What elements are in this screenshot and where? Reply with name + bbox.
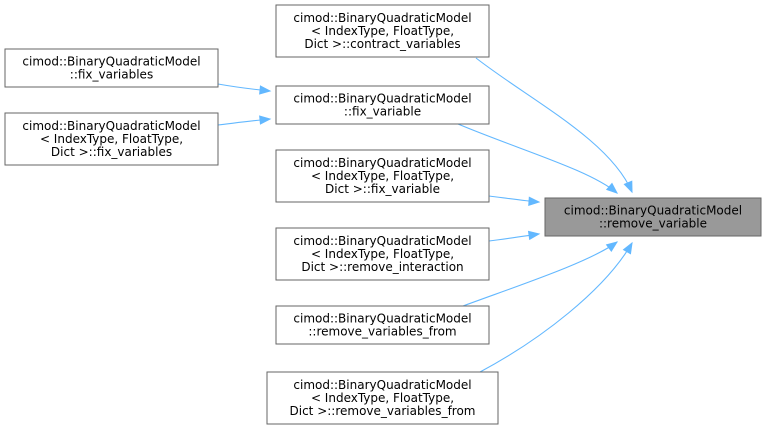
node-box — [275, 4, 490, 58]
node-label-line: Dict >::fix_variable — [325, 182, 440, 196]
edges-layer — [217, 57, 633, 373]
node-label-line: < IndexType, FloatType, — [311, 169, 454, 183]
node-label-line: Dict >::remove_variables_from — [290, 404, 476, 418]
arrow-head-icon — [623, 180, 633, 194]
arrow-head-icon — [527, 230, 541, 241]
node-label-line: Dict >::contract_variables — [304, 37, 460, 51]
node-box — [275, 149, 490, 203]
edge-fix_variables-to-fix_variable — [217, 83, 272, 95]
graph-node-target: cimod::BinaryQuadraticModel::remove_vari… — [544, 197, 762, 237]
edge-fix_variable-to-target — [457, 123, 619, 194]
edge-line — [462, 241, 618, 307]
edge-remove_variables_from-to-target — [462, 241, 619, 307]
edge-remove_interaction-to-target — [488, 230, 541, 242]
arrow-head-icon — [605, 182, 619, 194]
nodes-layer: cimod::BinaryQuadraticModel::remove_vari… — [4, 4, 762, 425]
edge-contract_variables-to-target — [475, 57, 633, 194]
edge-fix_variables_dict-to-fix_variable — [217, 115, 272, 126]
node-label-line: cimod::BinaryQuadraticModel — [293, 312, 471, 326]
graph-node-contract-variables[interactable]: cimod::BinaryQuadraticModel< IndexType, … — [275, 4, 490, 58]
node-label-line: Dict >::fix_variables — [51, 145, 172, 159]
node-box — [4, 112, 219, 166]
graph-node-remove-variables-from-dict[interactable]: cimod::BinaryQuadraticModel< IndexType, … — [266, 371, 499, 425]
node-box — [544, 197, 762, 237]
node-box — [275, 305, 490, 345]
node-label-line: Dict >::remove_interaction — [301, 260, 463, 274]
edge-line — [457, 123, 618, 194]
node-label-line: cimod::BinaryQuadraticModel — [293, 234, 471, 248]
edge-fix_variable_dict-to-target — [488, 195, 541, 206]
node-label-line: < IndexType, FloatType, — [40, 132, 183, 146]
edge-remove_variables_from_dict-to-target — [479, 241, 633, 373]
arrow-head-icon — [605, 241, 619, 253]
edge-line — [479, 242, 633, 373]
node-label-line: ::remove_variable — [599, 217, 707, 231]
node-label-line: ::remove_variables_from — [308, 325, 456, 339]
edge-line — [475, 57, 633, 193]
node-label-line: cimod::BinaryQuadraticModel — [293, 11, 471, 25]
arrow-head-icon — [259, 115, 272, 125]
node-label-line: < IndexType, FloatType, — [311, 24, 454, 38]
node-label-line: < IndexType, FloatType, — [311, 391, 454, 405]
node-box — [4, 48, 219, 88]
node-box — [275, 85, 490, 125]
node-label-line: cimod::BinaryQuadraticModel — [564, 204, 742, 218]
node-label-line: ::fix_variables — [70, 68, 153, 82]
node-label-line: cimod::BinaryQuadraticModel — [293, 378, 471, 392]
graph-node-remove-interaction[interactable]: cimod::BinaryQuadraticModel< IndexType, … — [275, 227, 490, 281]
arrow-head-icon — [622, 241, 633, 255]
node-label-line: cimod::BinaryQuadraticModel — [22, 55, 200, 69]
node-label-line: < IndexType, FloatType, — [311, 247, 454, 261]
node-label-line: cimod::BinaryQuadraticModel — [22, 119, 200, 133]
node-box — [275, 227, 490, 281]
node-label-line: ::fix_variable — [344, 105, 421, 119]
graph-node-fix-variable[interactable]: cimod::BinaryQuadraticModel::fix_variabl… — [275, 85, 490, 125]
graph-node-remove-variables-from[interactable]: cimod::BinaryQuadraticModel::remove_vari… — [275, 305, 490, 345]
arrow-head-icon — [259, 85, 272, 95]
graph-node-fix-variables-dict[interactable]: cimod::BinaryQuadraticModel< IndexType, … — [4, 112, 219, 166]
graph-node-fix-variable-dict[interactable]: cimod::BinaryQuadraticModel< IndexType, … — [275, 149, 490, 203]
node-label-line: cimod::BinaryQuadraticModel — [293, 156, 471, 170]
arrow-head-icon — [528, 196, 541, 206]
node-label-line: cimod::BinaryQuadraticModel — [293, 92, 471, 106]
node-box — [266, 371, 499, 425]
graph-node-fix-variables[interactable]: cimod::BinaryQuadraticModel::fix_variabl… — [4, 48, 219, 88]
